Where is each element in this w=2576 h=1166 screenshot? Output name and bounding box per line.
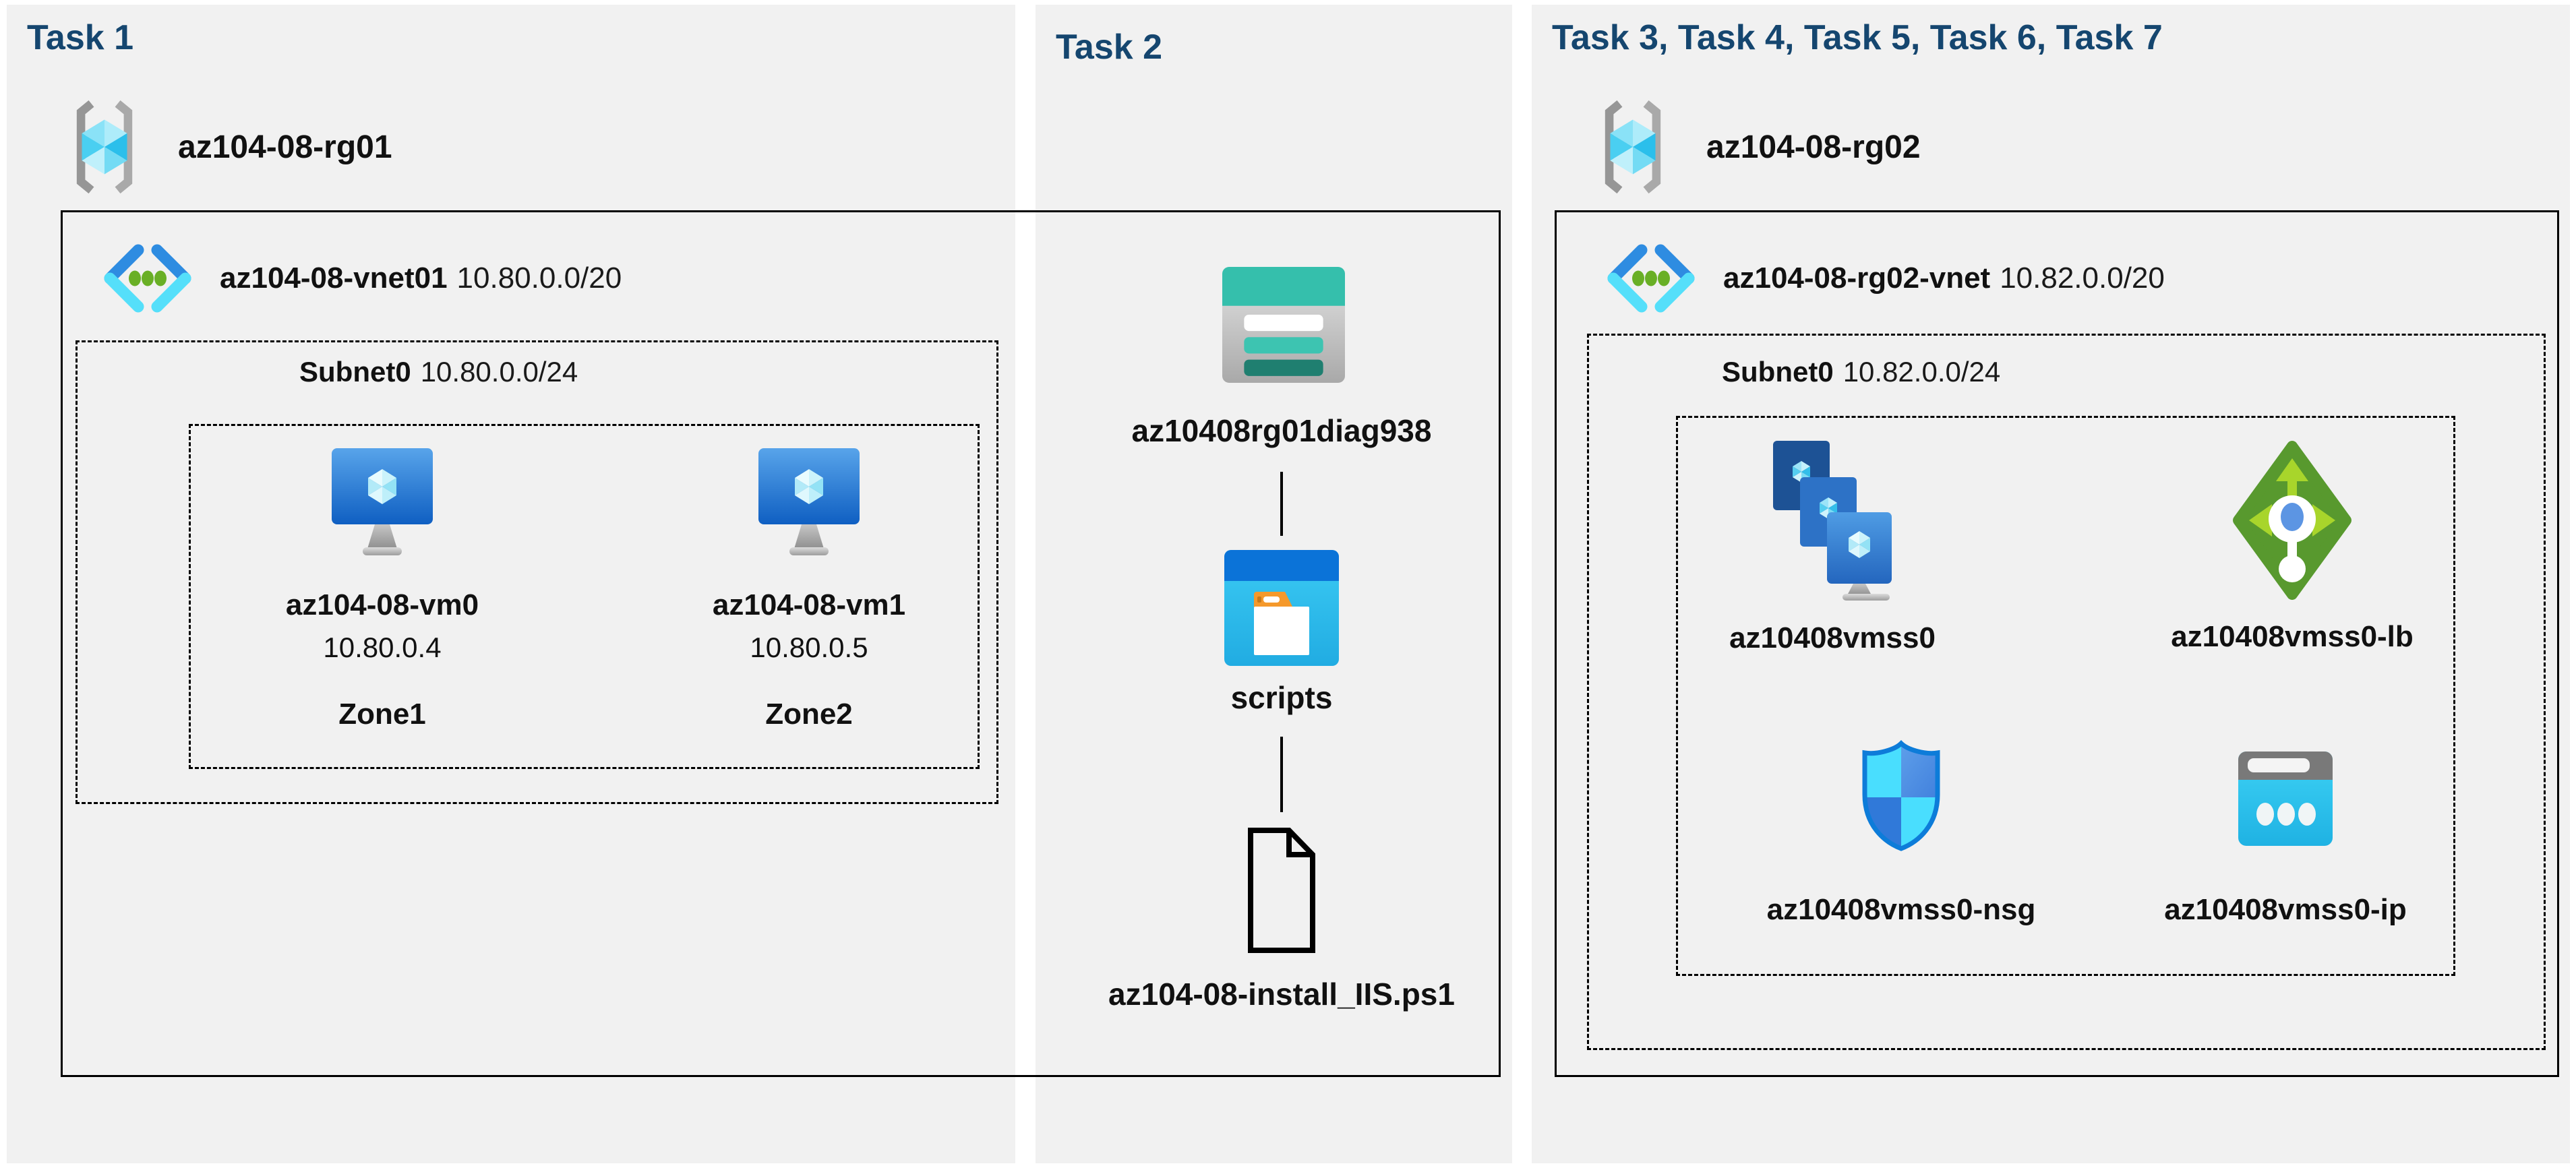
task2-header: Task 2 bbox=[1056, 28, 1163, 67]
script-file-name: az104-08-install_IIS.ps1 bbox=[1108, 977, 1455, 1012]
vm-zone: Zone1 bbox=[338, 698, 426, 731]
subnet-label: Subnet0 10.80.0.0/24 bbox=[299, 356, 578, 388]
vm-name: az104-08-vm1 bbox=[712, 588, 906, 621]
subnet-name: Subnet0 bbox=[299, 356, 411, 388]
virtual-network-icon bbox=[1603, 243, 1699, 314]
nsg-name: az10408vmss0-nsg bbox=[1766, 893, 2036, 926]
subnet-box bbox=[76, 340, 998, 804]
subnet-box bbox=[1587, 334, 2546, 1050]
vmss-name: az10408vmss0 bbox=[1729, 621, 1936, 654]
panel-task3 bbox=[1532, 5, 2570, 1163]
script-file-icon bbox=[1246, 826, 1317, 955]
public-ip-block: az10408vmss0-ip bbox=[2137, 751, 2434, 927]
vm-name: az104-08-vm0 bbox=[285, 588, 479, 621]
load-balancer-block: az10408vmss0-lb bbox=[2144, 438, 2440, 654]
vnet-cidr: 10.80.0.0/20 bbox=[456, 262, 622, 295]
vnet-name: az104-08-vnet01 bbox=[220, 262, 448, 295]
vnet-cidr: 10.82.0.0/20 bbox=[2000, 262, 2165, 295]
resource-group-icon bbox=[59, 100, 150, 194]
zones-box bbox=[189, 424, 980, 769]
resource-group-name: az104-08-rg01 bbox=[178, 129, 392, 165]
resource-group-name: az104-08-rg02 bbox=[1706, 129, 1921, 165]
vm0-block: az104-08-vm0 10.80.0.4 Zone1 bbox=[261, 448, 504, 731]
task3-header: Task 3, Task 4, Task 5, Task 6, Task 7 bbox=[1552, 18, 2163, 57]
vnet-label: az104-08-rg02-vnet 10.82.0.0/20 bbox=[1723, 262, 2165, 295]
storage-account-name: az10408rg01diag938 bbox=[1131, 413, 1432, 448]
load-balancer-icon bbox=[2230, 438, 2354, 603]
container-name: scripts bbox=[1230, 680, 1333, 715]
vmss-block: az10408vmss0 bbox=[1684, 439, 1981, 655]
load-balancer-name: az10408vmss0-lb bbox=[2171, 620, 2414, 653]
vm1-block: az104-08-vm1 10.80.0.5 Zone2 bbox=[688, 448, 930, 731]
storage-account-icon bbox=[1222, 267, 1345, 383]
resource-group-row: az104-08-rg02 bbox=[1588, 100, 1921, 194]
connector-line bbox=[1280, 472, 1283, 536]
rg01-boundary-box bbox=[61, 210, 1501, 1077]
subnet-label: Subnet0 10.82.0.0/24 bbox=[1722, 356, 2000, 388]
virtual-machine-icon bbox=[332, 448, 433, 557]
public-ip-name: az10408vmss0-ip bbox=[2164, 893, 2407, 926]
panel-task1 bbox=[7, 5, 1015, 1163]
vnet-row: az104-08-rg02-vnet 10.82.0.0/20 bbox=[1603, 241, 2165, 315]
subnet-cidr: 10.80.0.0/24 bbox=[420, 356, 578, 388]
resource-group-icon bbox=[1588, 100, 1678, 194]
subnet-name: Subnet0 bbox=[1722, 356, 1834, 388]
virtual-machine-icon bbox=[758, 448, 860, 557]
resource-group-row: az104-08-rg01 bbox=[59, 100, 392, 194]
virtual-network-icon bbox=[100, 243, 196, 314]
vm-zone: Zone2 bbox=[765, 698, 853, 731]
connector-line bbox=[1280, 737, 1283, 812]
network-security-group-icon bbox=[1857, 738, 1946, 854]
vm-ip: 10.80.0.4 bbox=[323, 632, 442, 663]
public-ip-icon bbox=[2238, 751, 2333, 846]
rg02-boundary-box bbox=[1555, 210, 2559, 1077]
vmss-resources-box bbox=[1676, 416, 2455, 976]
scripts-folder-icon bbox=[1224, 550, 1339, 666]
vnet-name: az104-08-rg02-vnet bbox=[1723, 262, 1991, 295]
nsg-block: az10408vmss0-nsg bbox=[1753, 738, 2049, 927]
vm-ip: 10.80.0.5 bbox=[750, 632, 868, 663]
subnet-cidr: 10.82.0.0/24 bbox=[1843, 356, 2001, 388]
task1-header: Task 1 bbox=[27, 18, 134, 57]
vm-scale-set-icon bbox=[1772, 439, 1893, 601]
